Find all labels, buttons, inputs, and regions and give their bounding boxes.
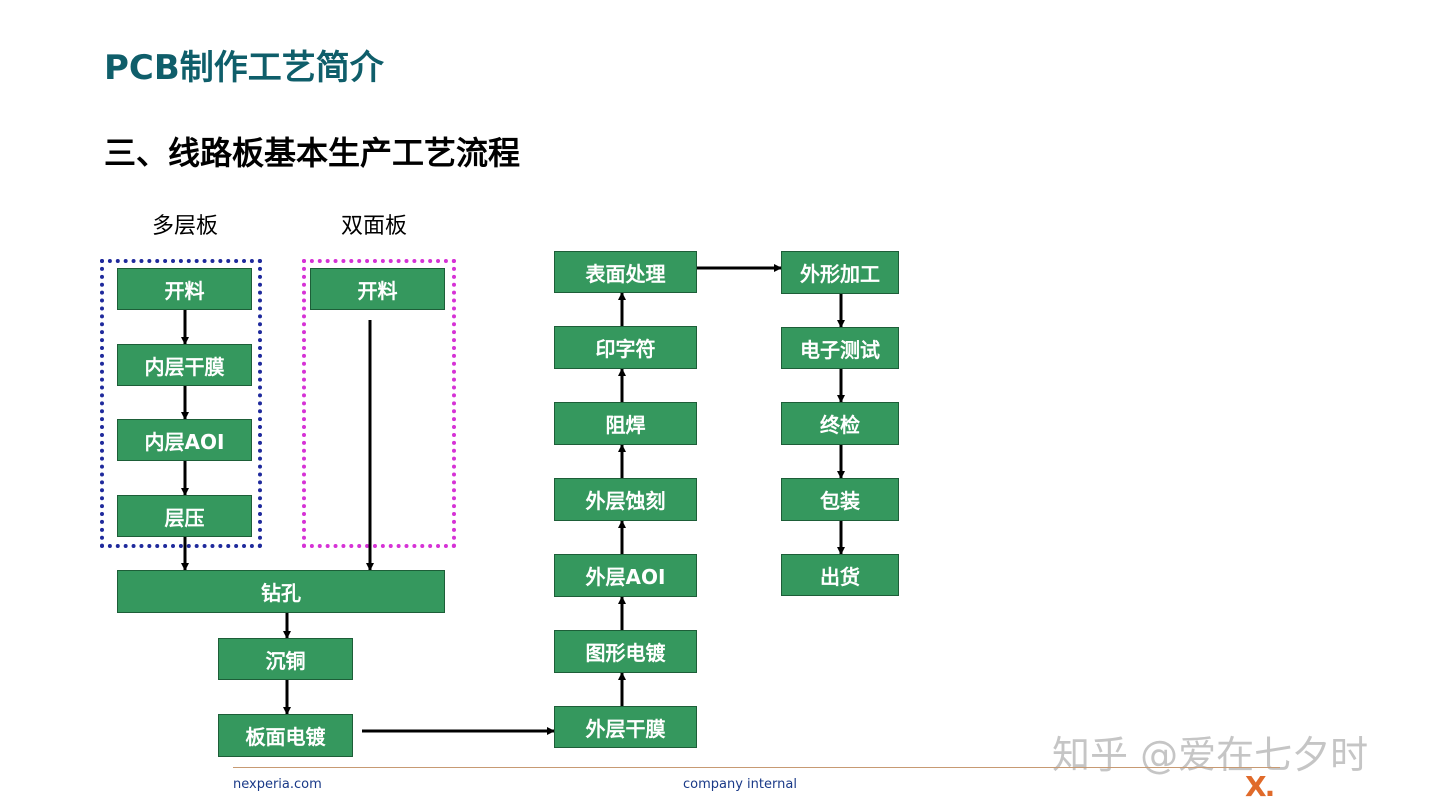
step-profiling: 外形加工 (781, 251, 899, 294)
slide-subtitle: 三、线路板基本生产工艺流程 (104, 134, 521, 172)
step-surface-finish: 表面处理 (554, 251, 697, 293)
watermark: 知乎 @爱在七夕时 (1052, 733, 1369, 777)
multilayer-group-frame (100, 259, 262, 548)
step-ml-cut: 开料 (117, 268, 252, 310)
double-sided-group-frame (302, 259, 456, 548)
step-solder-mask: 阻焊 (554, 402, 697, 445)
nexperia-logo: X. (1245, 770, 1275, 803)
step-ds-cut: 开料 (310, 268, 445, 310)
group-label-multilayer: 多层板 (152, 214, 219, 239)
step-panel-plating: 板面电镀 (218, 714, 353, 757)
step-drilling: 钻孔 (117, 570, 445, 613)
step-outer-aoi: 外层AOI (554, 554, 697, 597)
step-pth: 沉铜 (218, 638, 353, 680)
group-label-double: 双面板 (341, 214, 408, 239)
step-inner-aoi: 内层AOI (117, 419, 252, 461)
step-outer-dry-film: 外层干膜 (554, 706, 697, 748)
step-shipping: 出货 (781, 554, 899, 596)
step-pattern-plating: 图形电镀 (554, 630, 697, 673)
step-outer-etching: 外层蚀刻 (554, 478, 697, 521)
footer-website: nexperia.com (233, 777, 322, 792)
step-electrical-test: 电子测试 (781, 327, 899, 369)
slide-title: PCB制作工艺简介 (104, 48, 384, 88)
step-silkscreen: 印字符 (554, 326, 697, 369)
step-lamination: 层压 (117, 495, 252, 537)
footer-divider (233, 767, 1280, 768)
step-final-inspection: 终检 (781, 402, 899, 445)
footer-classification: company internal (683, 777, 797, 792)
step-packing: 包装 (781, 478, 899, 521)
step-inner-dry-film: 内层干膜 (117, 344, 252, 386)
